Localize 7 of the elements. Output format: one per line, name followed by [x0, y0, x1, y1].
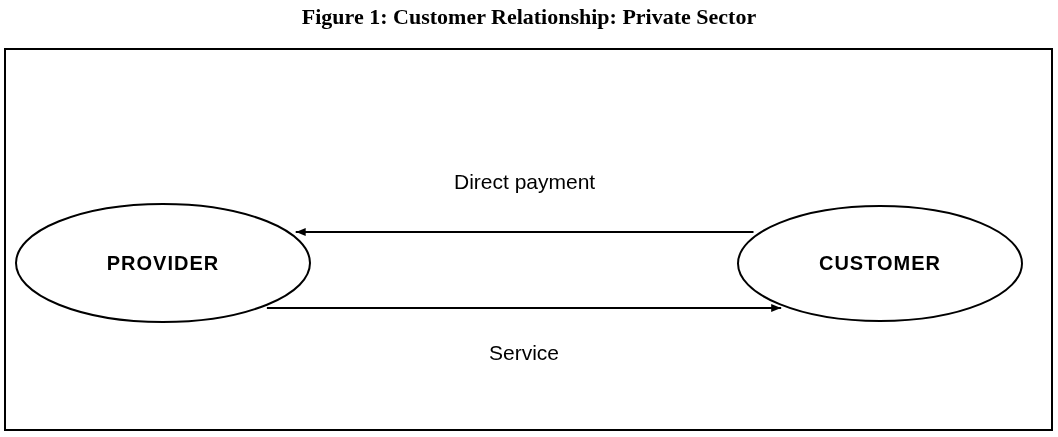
arrow — [294, 228, 755, 236]
ellipse-node — [15, 203, 311, 323]
ellipse-node — [737, 205, 1023, 322]
node-label: CUSTOMER — [818, 252, 942, 275]
arrow — [265, 304, 783, 312]
figure-title: Figure 1: Customer Relationship: Private Sector — [300, 4, 758, 30]
node-label: PROVIDER — [106, 251, 220, 275]
